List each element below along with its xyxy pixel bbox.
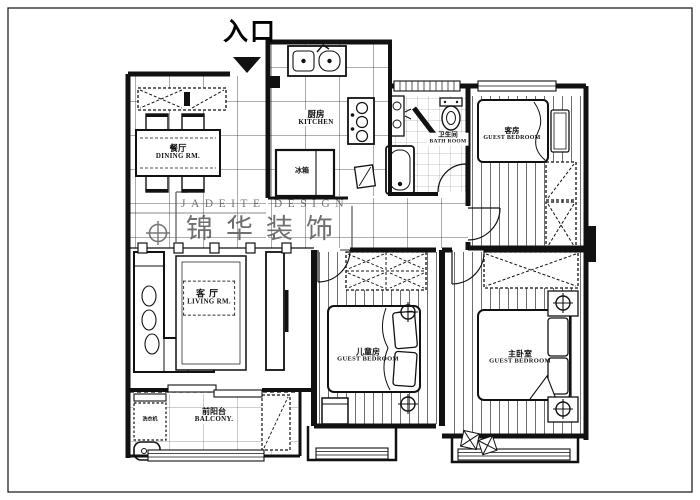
room-name-zh: 客厅 [195, 288, 222, 299]
walls [125, 39, 596, 464]
room-label-master-bedroom: 主卧室 GUEST BEDROOM [489, 349, 551, 365]
room-name-zh: 儿童房 [356, 347, 380, 357]
entry-arrow-icon [233, 57, 261, 73]
partition-posts [137, 242, 292, 254]
tv-cabinet-icon [265, 251, 289, 371]
room-name-en: GUEST BEDROOM [483, 134, 541, 141]
watermark-brand-en: JADEITE DESIGN [181, 198, 349, 210]
wardrobe-icon [137, 87, 227, 111]
plant-box-icon [261, 394, 291, 451]
wardrobe-icon [345, 251, 427, 291]
wardrobe-icon [483, 251, 579, 289]
room-name-en: KITCHEN [298, 117, 334, 126]
room-name-zh: 卫生间 [438, 131, 458, 139]
room-label-balcony: 前阳台 BALCONY. [192, 407, 236, 424]
desk-icon [321, 397, 349, 425]
watermark: JADEITE DESIGN 锦华装饰 [130, 191, 353, 251]
room-name-en: BALCONY. [194, 415, 234, 424]
room-label-bathroom: 卫生间 BATH ROOM [427, 131, 469, 146]
room-name-en: DINING RM. [155, 151, 201, 160]
kitchen-sink-icon [287, 44, 347, 77]
children-bed-icon [327, 305, 421, 393]
master-bed-icon [477, 309, 571, 401]
room-label-dining: 餐厅 DINING RM. [155, 142, 201, 160]
stove-icon [347, 97, 375, 145]
watermark-brand-zh: 锦华装饰 [186, 214, 346, 244]
washing-machine-label: 洗衣机 [142, 417, 158, 423]
toilet-icon [439, 97, 463, 131]
room-name-zh: 餐厅 [169, 142, 187, 153]
guest-bed-icon [477, 99, 570, 163]
kitchen-door-leaf-icon [353, 164, 377, 189]
watermark-compass-icon [146, 221, 170, 245]
wardrobe-icon [545, 161, 577, 249]
fridge-icon [274, 148, 336, 198]
plant-icon [459, 429, 498, 456]
bathtub-icon [385, 145, 415, 195]
room-label-guest-bedroom: 客房 GUEST BEDROOM [483, 127, 540, 141]
room-name-en: LIVING RM. [187, 298, 231, 307]
washing-machine-icon [133, 393, 167, 441]
fridge-label: 冰箱 [295, 166, 309, 175]
room-label-living: 客厅 LIVING RM. [183, 280, 235, 316]
window [147, 80, 571, 462]
room-label-kitchen: 厨房 KITCHEN [296, 108, 336, 127]
dining-table-icon [135, 113, 221, 193]
door-arc [317, 163, 501, 285]
image-border [7, 7, 693, 493]
room-name-en: BATH ROOM [429, 138, 467, 145]
room-name-en: GUEST BEDROOM [337, 355, 399, 363]
room-name-zh: 厨房 [307, 108, 325, 119]
room-name-en: GUEST BEDROOM [489, 357, 551, 365]
room-name-zh: 前阳台 [201, 407, 226, 417]
entrance-label: 入口 [222, 18, 277, 46]
washbasin-icon [389, 95, 412, 137]
room-name-zh: 客房 [504, 125, 520, 135]
room-name-zh: 主卧室 [508, 349, 532, 359]
room-label-children-bedroom: 儿童房 GUEST BEDROOM [337, 347, 399, 363]
level-symbol-icon [398, 290, 579, 423]
